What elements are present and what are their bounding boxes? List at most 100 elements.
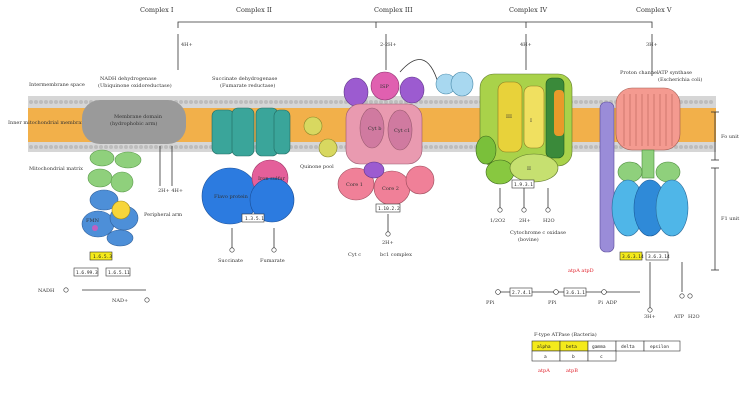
lipid-head [464, 100, 468, 104]
svg-text:PPi: PPi [548, 300, 557, 306]
lipid-head [274, 100, 278, 104]
lipid-head [704, 100, 708, 104]
lipid-head [269, 100, 273, 104]
lipid-head [374, 100, 378, 104]
lipid-head [439, 145, 443, 149]
lipid-head [34, 145, 38, 149]
svg-text:Peripheral arm: Peripheral arm [144, 212, 182, 218]
lipid-head [219, 100, 223, 104]
lipid-head [279, 100, 283, 104]
svg-text:3.6.1.1: 3.6.1.1 [566, 290, 585, 296]
svg-text:Membrane domain: Membrane domain [114, 114, 163, 120]
lipid-head [229, 100, 233, 104]
svg-text:Core 1: Core 1 [346, 182, 363, 188]
lipid-head [579, 145, 583, 149]
lipid-head [224, 100, 228, 104]
svg-text:2-2H+: 2-2H+ [380, 42, 397, 48]
lipid-head [294, 145, 298, 149]
svg-text:atpA: atpA [538, 368, 550, 374]
svg-text:(Fumarate reductase): (Fumarate reductase) [220, 82, 275, 89]
lipid-head [389, 100, 393, 104]
proton-arrows: 4H+ 2-2H+ 4H+ 3H+ [178, 34, 658, 76]
complex-iv-title: Complex IV [509, 6, 547, 14]
svg-text:Iron sulfur: Iron sulfur [258, 176, 286, 182]
lipid-head [39, 100, 43, 104]
lipid-head [184, 145, 188, 149]
lipid-head [204, 100, 208, 104]
lipid-head [44, 100, 48, 104]
lipid-head [299, 145, 303, 149]
svg-text:c: c [600, 355, 603, 360]
lipid-head [199, 145, 203, 149]
lipid-head [704, 145, 708, 149]
svg-text:1.3.5.1: 1.3.5.1 [245, 216, 264, 222]
lipid-head [284, 100, 288, 104]
lipid-head [464, 145, 468, 149]
lipid-head [34, 100, 38, 104]
lipid-head [74, 100, 78, 104]
lipid-head [379, 100, 383, 104]
lipid-head [304, 100, 308, 104]
lipid-head [89, 145, 93, 149]
svg-text:1.10.2.2: 1.10.2.2 [378, 206, 400, 212]
complex-v-title: Complex V [636, 6, 672, 14]
svg-text:Succinate dehydrogenase: Succinate dehydrogenase [212, 76, 277, 82]
svg-text:I: I [530, 118, 532, 124]
svg-text:4H+: 4H+ [520, 42, 532, 48]
lipid-head [149, 145, 153, 149]
lipid-head [339, 100, 343, 104]
svg-text:3H+: 3H+ [644, 314, 656, 320]
svg-text:beta: beta [566, 344, 577, 350]
svg-text:ATP synthase: ATP synthase [657, 70, 692, 76]
lipid-head [439, 100, 443, 104]
svg-text:epsilon: epsilon [650, 344, 669, 350]
lipid-head [264, 100, 268, 104]
lipid-head [69, 100, 73, 104]
lipid-head [214, 100, 218, 104]
lipid-head [139, 145, 143, 149]
svg-text:Cyt b: Cyt b [368, 126, 381, 132]
lipid-head [449, 145, 453, 149]
lipid-head [184, 100, 188, 104]
svg-text:delta: delta [621, 344, 635, 350]
lipid-head [709, 100, 713, 104]
lipid-head [424, 100, 428, 104]
inner-membrane-label: Inner mitochondrial membrane [8, 120, 88, 126]
lipid-head [699, 145, 703, 149]
complex-ii-title: Complex II [236, 6, 272, 14]
svg-text:3.6.3.14: 3.6.3.14 [648, 254, 670, 260]
lipid-head [319, 100, 323, 104]
svg-text:atpB: atpB [566, 368, 578, 374]
svg-text:(Ubiquinone oxidoreductase): (Ubiquinone oxidoreductase) [98, 82, 172, 89]
svg-text:3H+: 3H+ [646, 42, 658, 48]
lipid-head [689, 100, 693, 104]
lipid-head [64, 100, 68, 104]
svg-text:Succinate: Succinate [218, 258, 243, 264]
lipid-head [189, 100, 193, 104]
lipid-head [334, 100, 338, 104]
lipid-head [69, 145, 73, 149]
svg-text:gamma: gamma [592, 345, 606, 350]
lipid-head [79, 145, 83, 149]
svg-text:H2O: H2O [543, 218, 555, 224]
lipid-head [234, 100, 238, 104]
svg-text:(bovine): (bovine) [518, 236, 539, 243]
lipid-head [104, 145, 108, 149]
lipid-head [124, 145, 128, 149]
lipid-head [339, 145, 343, 149]
lipid-head [304, 145, 308, 149]
svg-text:Pi: Pi [598, 300, 603, 306]
lipid-head [399, 100, 403, 104]
lipid-head [469, 100, 473, 104]
lipid-head [29, 145, 33, 149]
right-brackets: Fo unit F1 unit [711, 112, 739, 270]
lipid-head [209, 100, 213, 104]
lipid-head [94, 145, 98, 149]
intermembrane-label: Intermembrane space [29, 82, 85, 88]
svg-text:alpha: alpha [537, 344, 551, 350]
svg-text:F-type ATPase (Bacteria): F-type ATPase (Bacteria) [534, 331, 597, 338]
lipid-head [79, 100, 83, 104]
svg-text:NAD+: NAD+ [112, 298, 128, 304]
svg-text:2.7.4.1: 2.7.4.1 [512, 290, 531, 296]
